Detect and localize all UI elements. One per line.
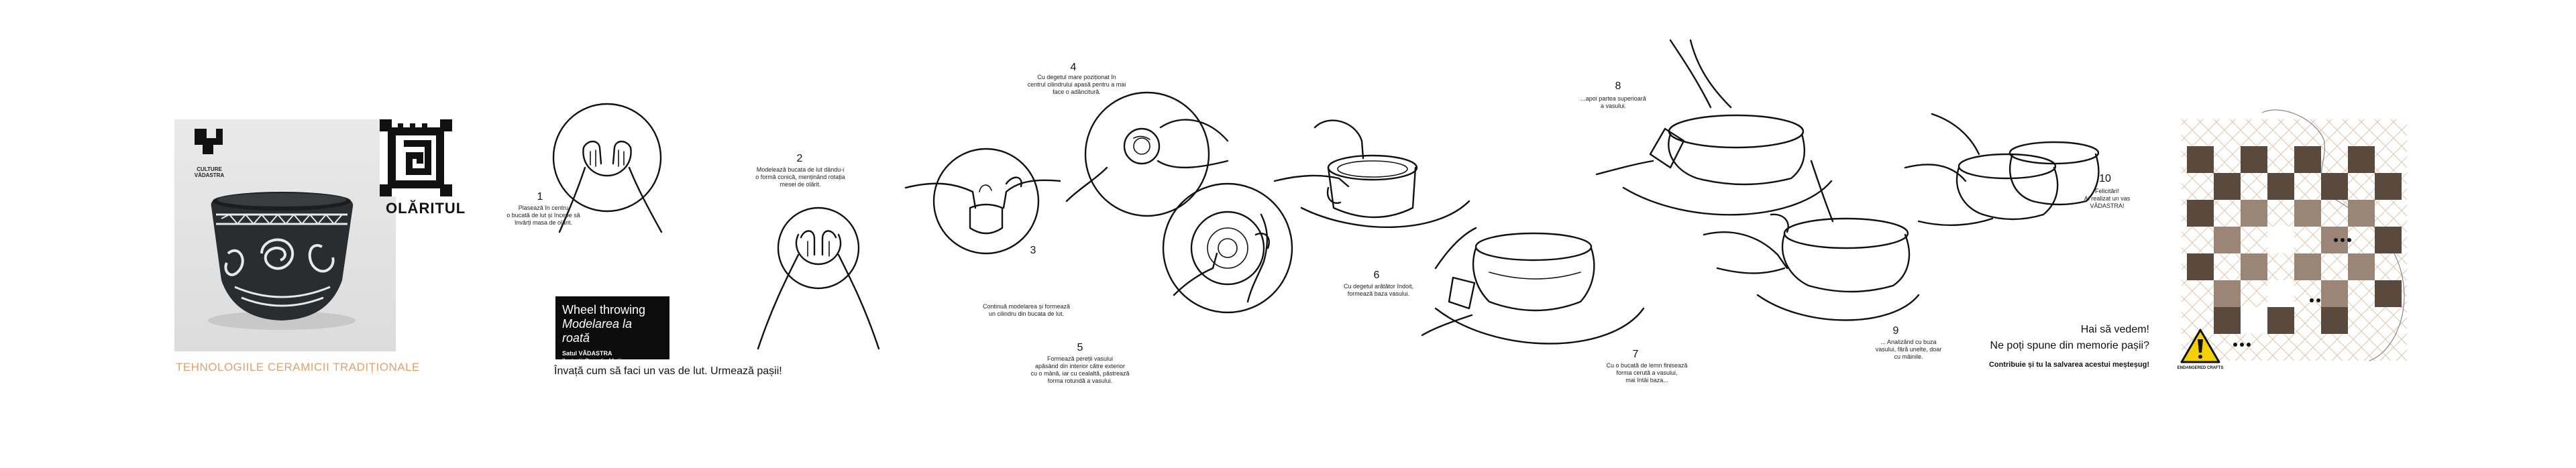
- step-10-illustration: [1904, 113, 2100, 226]
- brand-label: OLĂRITUL: [386, 200, 466, 217]
- warning-caption: ENDANGERED CRAFTS: [2177, 366, 2224, 370]
- step-7-illustration: [1421, 227, 1645, 345]
- step-5-illustration: [1162, 182, 1293, 314]
- step-7-number: 7: [1632, 349, 1639, 360]
- culture-logo-text: CULTURE VĂDASTRA: [194, 166, 225, 178]
- info-author: Satul VĂDASTRA: [562, 350, 612, 357]
- step-2-illustration: [757, 207, 880, 350]
- cta-contribute: Contribuie și tu la salvarea acestui meș…: [1988, 361, 2149, 369]
- info-box: Wheel throwing Modelarea la roată Satul …: [555, 296, 669, 364]
- pottery-photo: [174, 119, 396, 351]
- olaritul-pattern-icon: [380, 119, 452, 196]
- info-title: Wheel throwing: [562, 303, 646, 316]
- step-1-number: 1: [537, 191, 543, 202]
- series-title: TEHNOLOGIILE CERAMICII TRADIȚIONALE: [176, 361, 420, 373]
- step-10-number: 10: [2099, 173, 2111, 184]
- cta-memory: Ne poți spune din memorie pașii?: [1990, 340, 2149, 351]
- step-9-illustration: [1703, 160, 1920, 321]
- step-6-illustration: [1273, 119, 1470, 229]
- step-3-illustration: [904, 148, 1061, 255]
- info-subtitle: Modelarea la roată: [562, 317, 633, 345]
- cta-question: Hai să vedem!: [2080, 324, 2149, 335]
- step-4-number: 4: [1070, 62, 1077, 73]
- warning-triangle-icon: ENDANGERED CRAFTS: [2178, 327, 2223, 379]
- step-8-number: 8: [1615, 80, 1621, 92]
- step-6-number: 6: [1373, 270, 1380, 281]
- step-8-illustration: [1595, 39, 1833, 216]
- step-1-illustration: [552, 103, 663, 233]
- step-9-number: 9: [1892, 325, 1899, 337]
- info-illustrator: Ilustrații Cornelia Mațiianu: [562, 357, 632, 364]
- step-6-text: Cu degetul arătător îndoit,formează baza…: [1343, 283, 1414, 297]
- vadastra-pot-image: [208, 192, 356, 330]
- pattern-collage: [2182, 109, 2407, 361]
- step-2-number: 2: [796, 153, 803, 164]
- step-3-number: 3: [1030, 245, 1036, 256]
- tagline: Învață cum să faci un vas de lut. Urmeaz…: [554, 365, 782, 377]
- culture-logo-icon: [189, 126, 225, 166]
- step-4-illustration: [1065, 91, 1229, 217]
- step-5-number: 5: [1077, 342, 1083, 353]
